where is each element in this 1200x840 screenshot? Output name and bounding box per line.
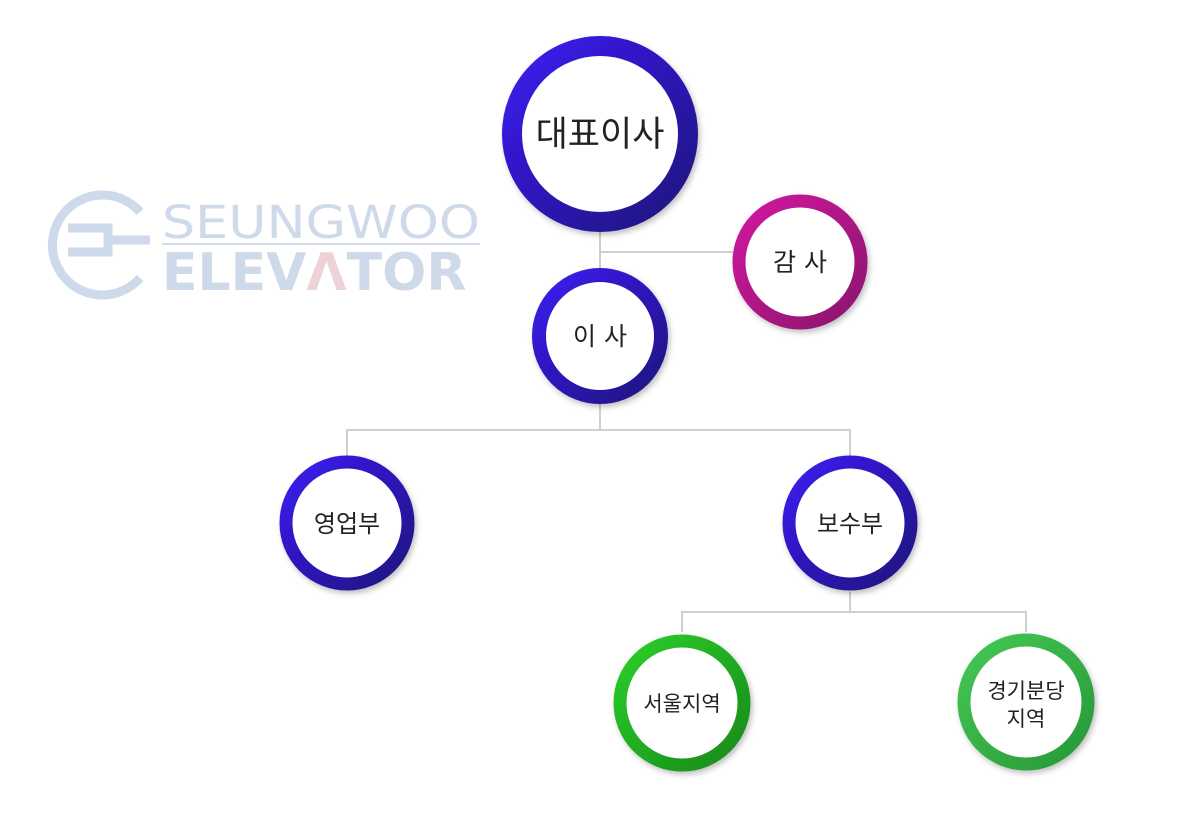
connectors <box>346 230 1027 632</box>
connector-director-depts <box>346 404 601 456</box>
watermark-line2: ELEVΛTOR <box>162 243 466 303</box>
node-auditor-label: 감 사 <box>773 248 827 277</box>
watermark-logo: SEUNGWOO ELEVΛTOR <box>47 190 480 303</box>
node-maintenance: 보수부 <box>782 455 918 591</box>
node-sales-label: 영업부 <box>314 510 380 538</box>
node-gyeonggi-label-line1: 경기분당 <box>987 679 1064 703</box>
watermark-line2-part1: ELEV <box>162 243 306 303</box>
node-seoul-label: 서울지역 <box>643 692 720 716</box>
connector-maintenance-gyeonggi <box>850 611 1027 632</box>
node-ceo-label: 대표이사 <box>536 115 665 155</box>
watermark-line1: SEUNGWOO <box>162 196 480 249</box>
node-sales-ring <box>279 455 415 591</box>
logo-s-icon <box>47 190 150 300</box>
connector-maintenance-regions <box>681 592 851 632</box>
node-director: 이 사 <box>532 268 668 404</box>
node-maintenance-ring <box>782 455 918 591</box>
node-director-label: 이 사 <box>573 322 627 351</box>
node-gyeonggi: 경기분당 지역 <box>957 633 1095 771</box>
node-director-ring <box>532 268 668 404</box>
node-maintenance-label: 보수부 <box>817 510 883 538</box>
node-auditor: 감 사 <box>732 194 868 330</box>
node-sales: 영업부 <box>279 455 415 591</box>
node-seoul: 서울지역 <box>613 634 751 772</box>
node-gyeonggi-ring <box>957 633 1095 771</box>
watermark-line2-part2: TOR <box>347 243 467 303</box>
node-seoul-ring <box>613 634 751 772</box>
watermark-line2-accent: Λ <box>306 243 346 303</box>
node-ceo-ring <box>502 36 698 232</box>
node-gyeonggi-label-line2: 지역 <box>1007 707 1046 731</box>
connector-director-maintenance <box>600 429 851 456</box>
node-ceo: 대표이사 <box>502 36 698 232</box>
node-auditor-ring <box>732 194 868 330</box>
